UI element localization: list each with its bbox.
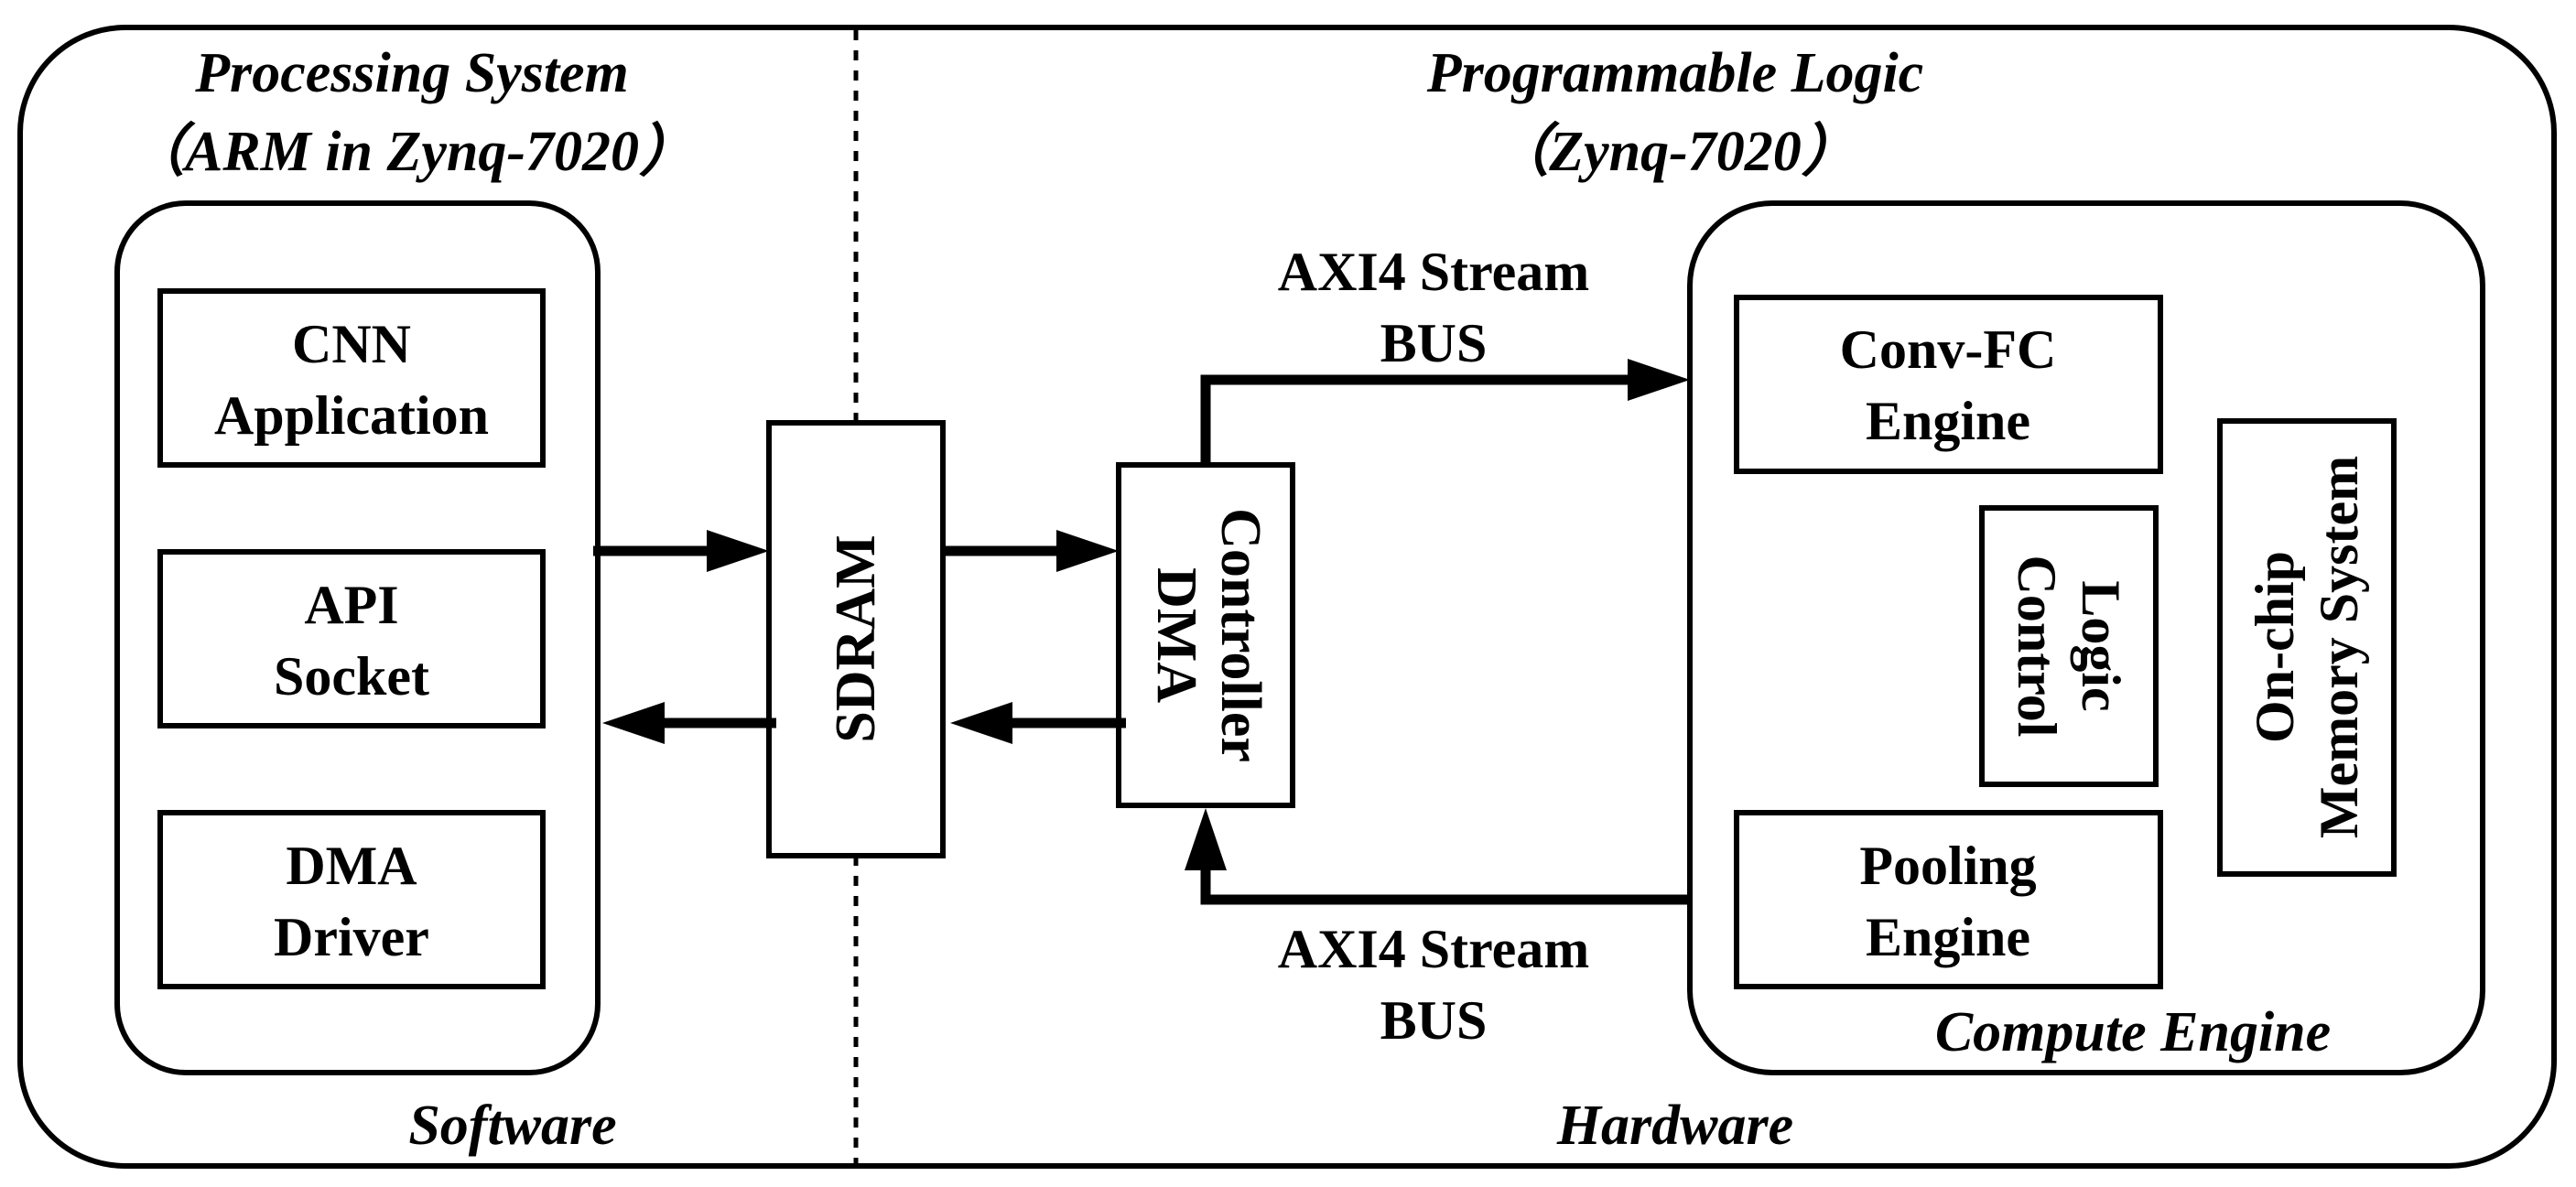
on-chip-memory-block: On-chip Memory System <box>2217 418 2397 877</box>
processing-system-subtitle: （ARM in Zynq-7020） <box>128 120 696 183</box>
cnn-application-label-line1: CNN <box>292 314 411 374</box>
dma-driver-label-line2: Driver <box>274 907 429 967</box>
compute-engine-footer-label: Compute Engine <box>1935 1001 2331 1063</box>
arrow-dma-to-sdram <box>950 702 1126 744</box>
conv-fc-engine-label-line2: Engine <box>1866 391 2030 451</box>
compute-engine-container <box>1687 200 2485 1075</box>
dma-controller-block: DMA Controller <box>1116 462 1295 808</box>
dma-driver-block: DMA Driver <box>157 810 546 989</box>
control-logic-label-line1: Control <box>2007 556 2067 738</box>
control-logic-block: Control Logic <box>1979 505 2159 787</box>
api-socket-label-line2: Socket <box>274 646 429 707</box>
outer-frame <box>17 25 2557 1169</box>
conv-fc-engine-block: Conv-FC Engine <box>1734 295 2163 474</box>
software-footer-label: Software <box>408 1095 616 1157</box>
arrow-sdram-to-ps <box>602 702 776 744</box>
conv-fc-engine-label-line1: Conv-FC <box>1840 319 2057 380</box>
processing-system-title: Processing System <box>194 42 629 104</box>
control-logic-label-line2: Logic <box>2071 580 2131 711</box>
bus-bottom-label-line1: AXI4 Stream <box>1278 919 1590 979</box>
bus-top-label-line2: BUS <box>1380 313 1488 373</box>
api-socket-block: API Socket <box>157 549 546 728</box>
axi4-stream-bus-bottom <box>1185 808 1693 905</box>
hardware-footer-label: Hardware <box>1556 1095 1793 1157</box>
sdram-label: SDRAM <box>825 534 887 742</box>
arrow-ps-to-sdram <box>593 530 769 572</box>
dma-controller-label-line2: Controller <box>1209 508 1272 762</box>
pooling-engine-block: Pooling Engine <box>1734 810 2163 989</box>
on-chip-memory-label-line2: Memory System <box>2309 456 2369 838</box>
dma-driver-label-line1: DMA <box>286 836 417 896</box>
bus-top-label-line1: AXI4 Stream <box>1278 242 1590 302</box>
on-chip-memory-label-line1: On-chip <box>2245 551 2305 743</box>
api-socket-label-line1: API <box>304 575 398 635</box>
sdram-block: SDRAM <box>766 420 946 858</box>
cnn-application-block: CNN Application <box>157 288 546 468</box>
arrow-sdram-to-dma <box>943 530 1119 572</box>
dma-controller-label-line1: DMA <box>1145 567 1207 703</box>
pooling-engine-label-line1: Pooling <box>1859 836 2036 896</box>
programmable-logic-title: Programmable Logic <box>1426 42 1923 104</box>
cnn-application-label-line2: Application <box>214 385 489 446</box>
processing-system-container <box>114 200 601 1075</box>
pooling-engine-label-line2: Engine <box>1866 907 2030 967</box>
programmable-logic-subtitle: （Zynq-7020） <box>1492 120 1858 183</box>
axi4-stream-bus-top <box>1200 359 1690 467</box>
bus-bottom-label-line2: BUS <box>1380 990 1488 1051</box>
